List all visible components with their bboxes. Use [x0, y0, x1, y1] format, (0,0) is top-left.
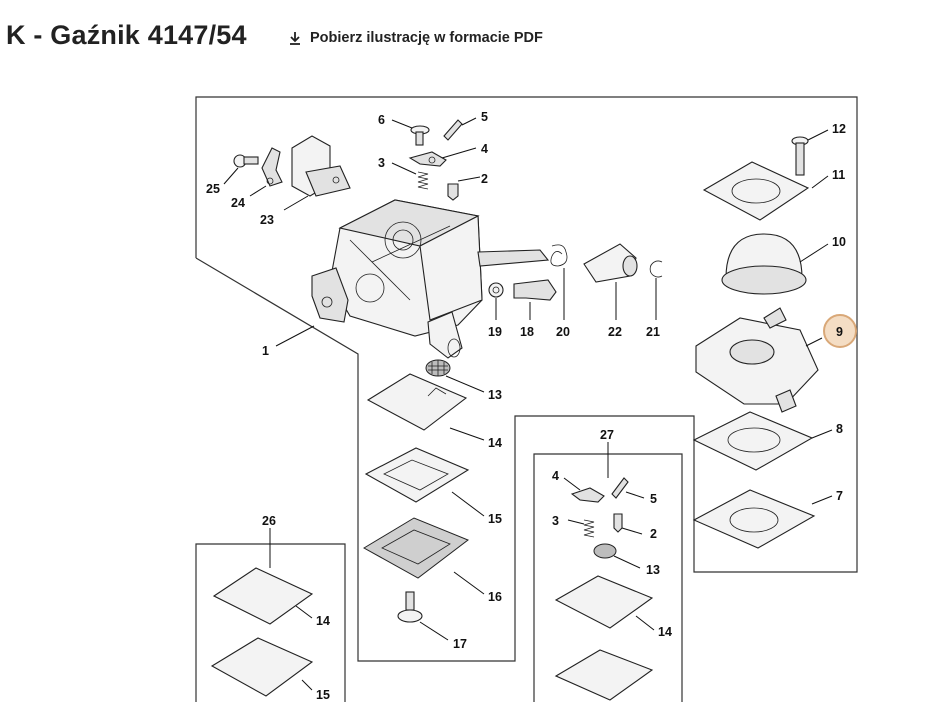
label-kit27-part-5: 5: [650, 492, 657, 506]
diaphragm-part-8[interactable]: [692, 411, 814, 471]
clip-part-21[interactable]: [649, 260, 663, 278]
connector-part-23[interactable]: [291, 135, 351, 197]
download-pdf-label: Pobierz ilustrację w formacie PDF: [310, 30, 543, 46]
highlighted-part-9-marker[interactable]: [823, 314, 857, 348]
kit-27-gasket-part-14[interactable]: [554, 575, 654, 629]
label-part-7: 7: [836, 489, 843, 503]
screw-part-17[interactable]: [397, 591, 423, 623]
label-part-11: 11: [832, 168, 845, 182]
label-kit26-part-14: 14: [316, 614, 330, 628]
label-kit26-part-15: 15: [316, 688, 330, 702]
end-cover-part-16[interactable]: [363, 517, 470, 579]
label-kit27-part-3: 3: [552, 514, 559, 528]
label-part-4: 4: [481, 142, 488, 156]
washer-part-19[interactable]: [488, 282, 504, 298]
kit-27-lever-part-4[interactable]: [570, 487, 605, 503]
lever-part-4[interactable]: [408, 151, 447, 167]
label-part-15: 15: [488, 512, 502, 526]
primer-bulb-part-10[interactable]: [721, 233, 807, 295]
sleeve-part-22[interactable]: [583, 243, 638, 283]
label-part-8: 8: [836, 422, 843, 436]
label-part-18: 18: [520, 325, 534, 339]
label-part-14: 14: [488, 436, 502, 450]
label-kit27-part-4: 4: [552, 469, 559, 483]
label-part-20: 20: [556, 325, 570, 339]
kit-26-plate-part-15[interactable]: [210, 637, 314, 697]
label-kit27-part-13: 13: [646, 563, 660, 577]
gasket-part-14[interactable]: [366, 373, 468, 431]
label-part-26: 26: [262, 514, 276, 528]
label-part-12: 12: [832, 122, 846, 136]
label-part-10: 10: [832, 235, 846, 249]
label-part-25: 25: [206, 182, 220, 196]
label-part-21: 21: [646, 325, 660, 339]
screen-part-13[interactable]: [425, 359, 451, 377]
part-number-labels: 1 2 3 4 5 6 7 8 9 10 11 12 13 14 15 16 1…: [206, 110, 846, 702]
bracket-part-24[interactable]: [261, 147, 283, 187]
label-part-23: 23: [260, 213, 274, 227]
label-part-13: 13: [488, 388, 502, 402]
label-part-6: 6: [378, 113, 385, 127]
label-part-19: 19: [488, 325, 502, 339]
kit-26-gasket-part-14[interactable]: [212, 567, 314, 625]
main-assembly-outline: [195, 96, 858, 662]
label-part-17: 17: [453, 637, 467, 651]
label-part-22: 22: [608, 325, 622, 339]
label-part-27: 27: [600, 428, 614, 442]
screw-part-25[interactable]: [233, 154, 259, 168]
plate-part-15[interactable]: [364, 447, 470, 503]
label-part-1: 1: [262, 344, 269, 358]
page-title: K - Gaźnik 4147/54: [6, 20, 247, 50]
spring-part-3[interactable]: [417, 171, 429, 190]
screw-part-12[interactable]: [791, 136, 809, 176]
label-part-3: 3: [378, 156, 385, 170]
spring-part-20[interactable]: [550, 244, 568, 267]
needle-part-2[interactable]: [447, 183, 459, 201]
label-kit27-part-2: 2: [650, 527, 657, 541]
leader-lines: [223, 117, 833, 691]
gasket-part-11[interactable]: [702, 161, 810, 221]
label-part-2: 2: [481, 172, 488, 186]
page-header: K - Gaźnik 4147/54 Pobierz ilustrację w …: [0, 0, 932, 80]
label-part-16: 16: [488, 590, 502, 604]
bracket-part-18[interactable]: [513, 279, 557, 301]
download-pdf-link[interactable]: Pobierz ilustrację w formacie PDF: [288, 30, 543, 46]
gasket-part-7[interactable]: [692, 489, 816, 549]
label-kit27-part-14: 14: [658, 625, 672, 639]
kit-27-plate-part-15[interactable]: [554, 649, 654, 701]
label-part-9: 9: [836, 325, 843, 339]
download-icon: [290, 32, 300, 45]
label-part-5: 5: [481, 110, 488, 124]
carburetor-body-part-1[interactable]: [311, 199, 550, 359]
kit-27-pin-part-5[interactable]: [611, 477, 629, 499]
pin-part-5[interactable]: [443, 119, 463, 141]
kit-27-spring-part-3[interactable]: [583, 519, 595, 538]
label-part-24: 24: [231, 196, 245, 210]
screw-part-6[interactable]: [410, 125, 430, 146]
kit-27-needle-part-2[interactable]: [613, 513, 623, 533]
kit-27-screen-part-13[interactable]: [593, 543, 617, 559]
pump-cover-part-9[interactable]: [695, 307, 819, 413]
